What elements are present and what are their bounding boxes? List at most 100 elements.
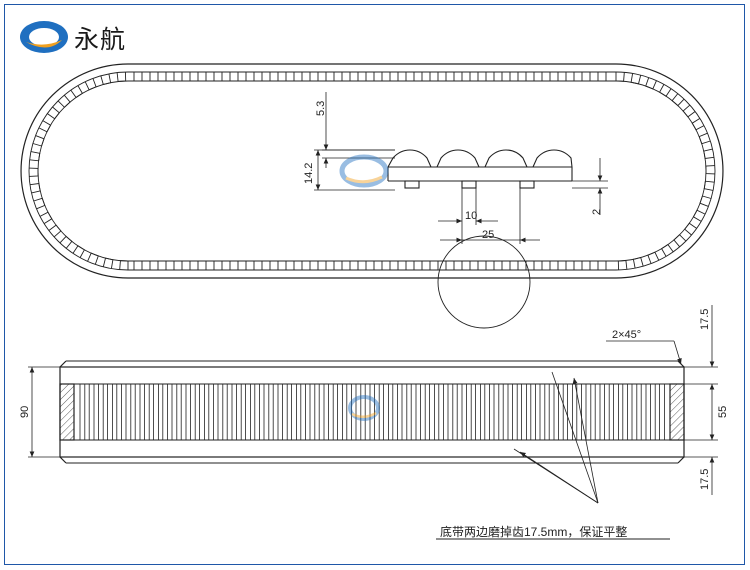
belt-tooth [165, 72, 175, 82]
belt-tooth [421, 260, 431, 270]
tooth-slot [447, 383, 454, 441]
detail-circle [437, 235, 531, 329]
belt-tooth [485, 72, 495, 82]
belt-tooth [48, 224, 62, 238]
tooth-slot [493, 383, 500, 441]
tooth-slot [318, 383, 325, 441]
top-view-dimensions [314, 92, 608, 244]
belt-tooth [277, 260, 287, 270]
belt-tooth [229, 72, 239, 82]
belt-tooth [197, 260, 207, 270]
dim-base-thickness: 2 [591, 209, 603, 215]
tooth-slot [235, 383, 242, 441]
belt-tooth [405, 260, 415, 270]
tooth-slot [456, 383, 463, 441]
tooth-slot [475, 383, 481, 441]
tooth-slot [438, 383, 444, 441]
tooth-profile-detail [387, 149, 573, 189]
drawing-frame [4, 4, 745, 565]
tooth-slot [659, 383, 665, 441]
logo-mark-icon [20, 21, 68, 53]
tooth-slot [512, 383, 518, 441]
belt-tooth [32, 135, 45, 147]
belt-tooth [437, 72, 447, 82]
tooth-slots [79, 383, 665, 441]
tooth-slot [631, 383, 638, 441]
tooth-slot [153, 383, 159, 441]
belt-tooth [47, 106, 60, 120]
belt-tooth [698, 132, 711, 145]
belt-tooth [277, 72, 287, 82]
belt-tooth [597, 260, 607, 270]
tooth-slot [337, 383, 343, 441]
belt-tooth [617, 260, 628, 271]
belt-tooth [33, 197, 46, 210]
belt-tooth [197, 72, 207, 82]
belt-tooth [181, 260, 191, 270]
belt-tooth [469, 72, 479, 82]
belt-tooth [632, 256, 644, 269]
watermark-icon [339, 154, 389, 188]
tooth-slot [429, 383, 435, 441]
belt-tooth [341, 260, 351, 270]
belt-tooth [485, 260, 495, 270]
tooth-slot [640, 383, 647, 441]
belt-tooth [517, 72, 527, 82]
belt-tooth [29, 182, 41, 194]
tooth-slot [180, 383, 187, 441]
belt-tooth [615, 72, 625, 82]
belt-tooth [72, 245, 85, 258]
tooth-slot [419, 383, 426, 441]
belt-tooth [119, 260, 129, 270]
belt-tooth [373, 260, 383, 270]
belt-tooth [70, 85, 84, 99]
tooth-slot [594, 383, 601, 441]
belt-tooth [28, 167, 39, 177]
tooth-slot [171, 383, 178, 441]
belt-tooth [565, 260, 575, 270]
belt-tooth [357, 72, 367, 82]
belt-tooth [660, 243, 674, 257]
tooth-slot [585, 383, 592, 441]
belt-tooth [213, 72, 223, 82]
tooth-slot [88, 383, 95, 441]
belt-tooth [261, 72, 271, 82]
tooth-slot [116, 383, 123, 441]
belt-tooth [501, 260, 511, 270]
tooth-slot [373, 383, 380, 441]
dim-edge-top: 17.5 [699, 309, 711, 330]
belt-tooth [673, 234, 687, 248]
belt-tooth [597, 72, 607, 82]
tooth-slot [355, 383, 362, 441]
belt-tooth [84, 78, 97, 91]
dim-belt-thickness: 14.2 [303, 163, 315, 184]
tooth-slot [79, 383, 86, 441]
tooth-slot [98, 383, 104, 441]
tooth-slot [650, 383, 656, 441]
belt-tooth [261, 260, 271, 270]
belt-tooth [549, 72, 559, 82]
tooth-slot [107, 383, 113, 441]
right-ground-edge [669, 383, 685, 441]
tooth-slot [300, 383, 306, 441]
tooth-slot [530, 383, 536, 441]
tooth-slot [502, 383, 509, 441]
tooth-slot [309, 383, 316, 441]
belt-tooth [181, 72, 191, 82]
belt-tooth [102, 257, 114, 269]
belt-tooth [357, 260, 367, 270]
tooth-slot [226, 383, 233, 441]
tooth-slot [576, 383, 582, 441]
dim-overall-width: 90 [19, 406, 31, 418]
tooth-slot [401, 383, 408, 441]
belt-tooth [245, 72, 255, 82]
belt-tooth [671, 93, 685, 107]
tooth-slot [199, 383, 205, 441]
belt-tooth [59, 235, 73, 249]
logo: 永航 [18, 18, 138, 58]
belt-tooth [659, 84, 672, 97]
tooth-slot [208, 383, 215, 441]
tooth-slot [604, 383, 610, 441]
dim-pitch: 25 [482, 229, 494, 241]
